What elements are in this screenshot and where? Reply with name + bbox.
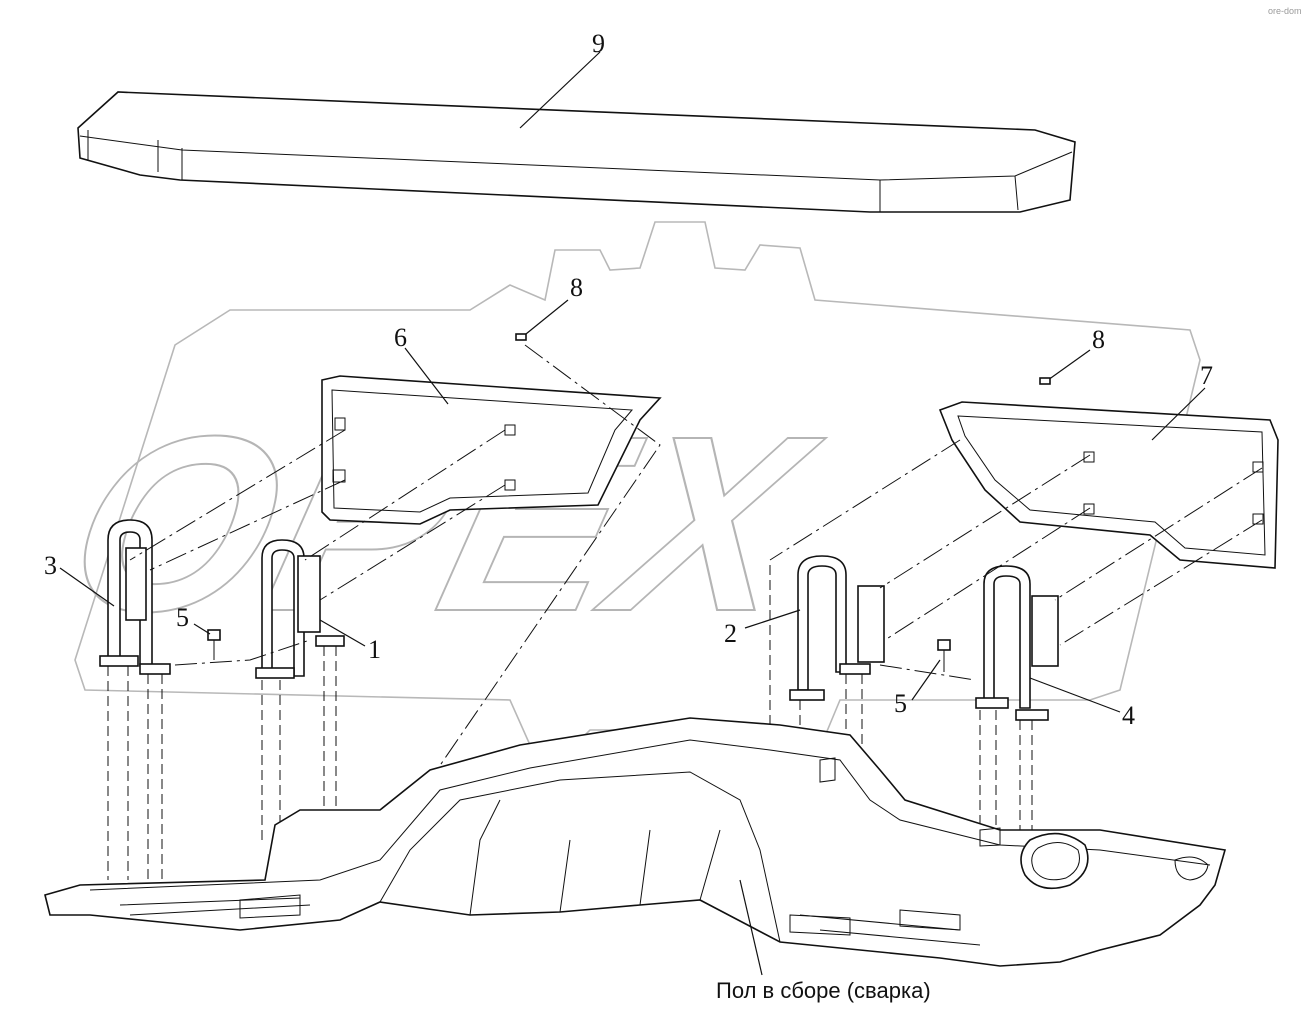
callout-9: 9 xyxy=(592,29,605,58)
callout-6: 6 xyxy=(394,323,407,352)
callout-7: 7 xyxy=(1200,361,1213,390)
part-9-top-panel xyxy=(77,51,1076,213)
callout-3: 3 xyxy=(44,551,57,580)
callout-5-left: 5 xyxy=(176,603,189,632)
callout-4: 4 xyxy=(1122,701,1135,730)
callout-8-left: 8 xyxy=(570,273,583,302)
callout-labels: 9 8 8 6 7 3 5 1 2 5 4 Пол в сборе (сварк… xyxy=(44,29,1213,1003)
callout-2: 2 xyxy=(724,619,737,648)
part-6-left-panel xyxy=(321,299,662,525)
part-5-bolt-right xyxy=(911,639,951,701)
part-1-handle xyxy=(255,539,366,679)
part-3-handle xyxy=(59,519,171,675)
part-5-bolt-left xyxy=(193,623,221,660)
callout-1: 1 xyxy=(368,635,381,664)
part-2-handle xyxy=(744,555,885,701)
floor-assembly xyxy=(44,717,1227,976)
callout-5-right: 5 xyxy=(894,689,907,718)
assembly-lines xyxy=(107,344,1263,930)
floor-assembly-caption: Пол в сборе (сварка) xyxy=(716,978,931,1003)
callout-8-right: 8 xyxy=(1092,325,1105,354)
part-4-handle xyxy=(975,565,1121,721)
part-7-right-panel xyxy=(938,349,1279,569)
corner-watermark: ore-dom xyxy=(1268,6,1302,16)
